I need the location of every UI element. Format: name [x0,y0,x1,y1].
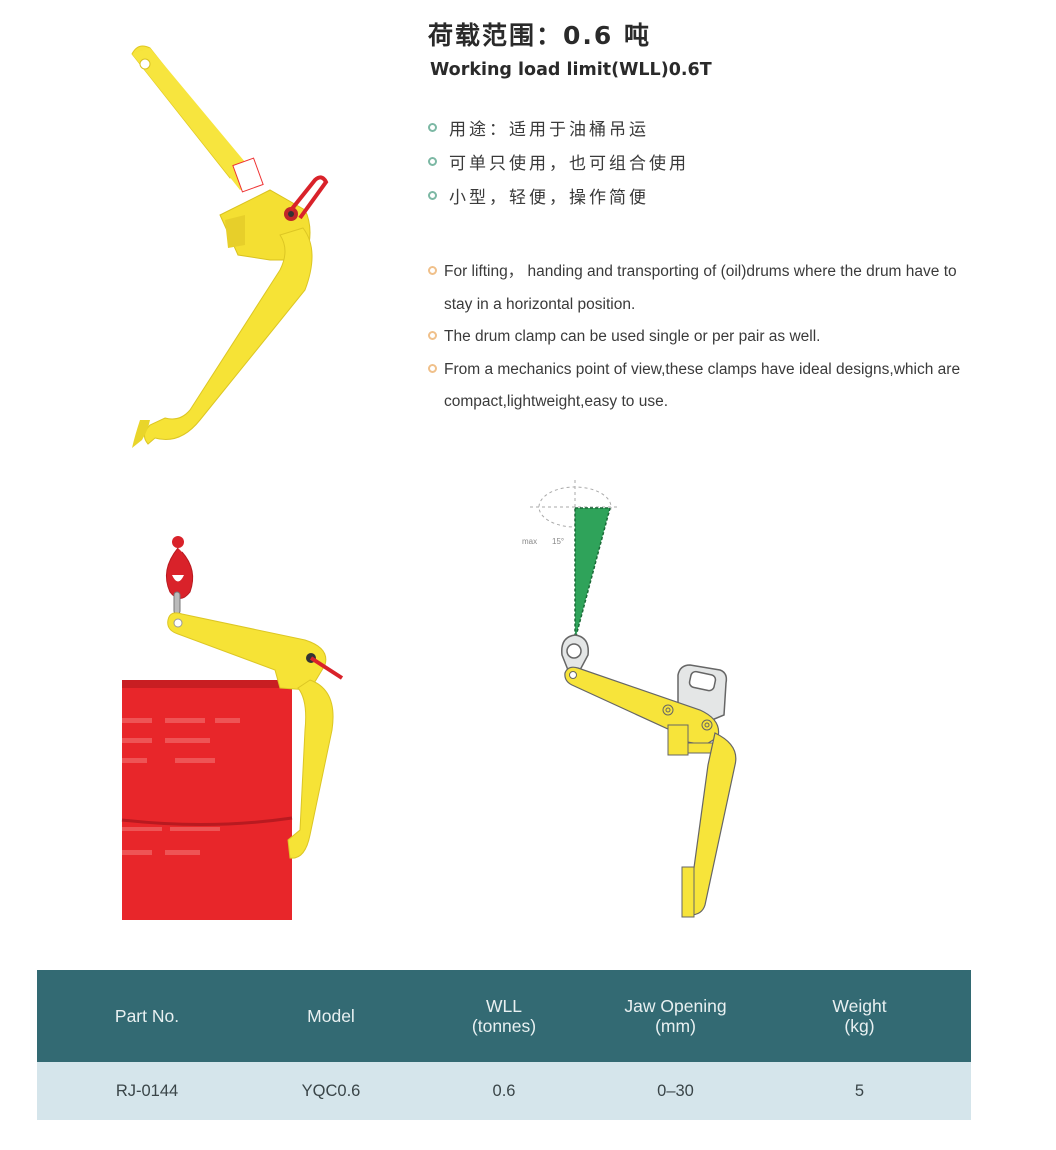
title-cn: 荷载范围：0.6 吨 [428,21,651,50]
title-en: Working load limit(WLL)0.6T [430,60,712,80]
feature-cn-item: 小型，轻便，操作简便 [428,178,689,212]
feature-cn-item: 用途：适用于油桶吊运 [428,110,689,144]
bullet-icon [428,156,437,166]
feature-en-item: From a mechanics point of view,these cla… [428,354,988,419]
bullet-icon [428,266,437,275]
feature-en-item: For lifting， handing and transporting of… [428,256,988,321]
col-part-no: Part No. [37,970,257,1062]
feature-cn-item: 可单只使用，也可组合使用 [428,144,689,178]
col-model: Model [257,970,405,1062]
clamp-angle-diagram: max 15° [522,480,737,918]
table-header-row: Part No. Model WLL(tonnes) Jaw Opening(m… [37,970,971,1062]
bullet-icon [428,122,437,132]
bullet-icon [428,190,437,200]
features-en-list: For lifting， handing and transporting of… [428,256,988,419]
cell-weight: 5 [748,1062,971,1120]
cell-model: YQC0.6 [257,1062,405,1120]
col-wll: WLL(tonnes) [405,970,603,1062]
spec-table: Part No. Model WLL(tonnes) Jaw Opening(m… [37,970,971,1120]
col-jaw-opening: Jaw Opening(mm) [603,970,748,1062]
drum-clamp-in-use-photo [121,536,344,920]
bullet-icon [428,363,437,373]
cell-wll: 0.6 [405,1062,603,1120]
angle-value-label: 15° [552,537,564,546]
features-cn-list: 用途：适用于油桶吊运 可单只使用，也可组合使用 小型，轻便，操作简便 [428,110,689,212]
cell-part-no: RJ-0144 [37,1062,257,1120]
drum-clamp-photo [131,45,329,448]
table-row: RJ-0144 YQC0.6 0.6 0–30 5 [37,1062,971,1120]
cell-jaw-opening: 0–30 [603,1062,748,1120]
col-weight: Weight(kg) [748,970,971,1062]
bullet-icon [428,331,437,340]
feature-en-item: The drum clamp can be used single or per… [428,321,988,354]
angle-max-label: max [522,537,537,546]
